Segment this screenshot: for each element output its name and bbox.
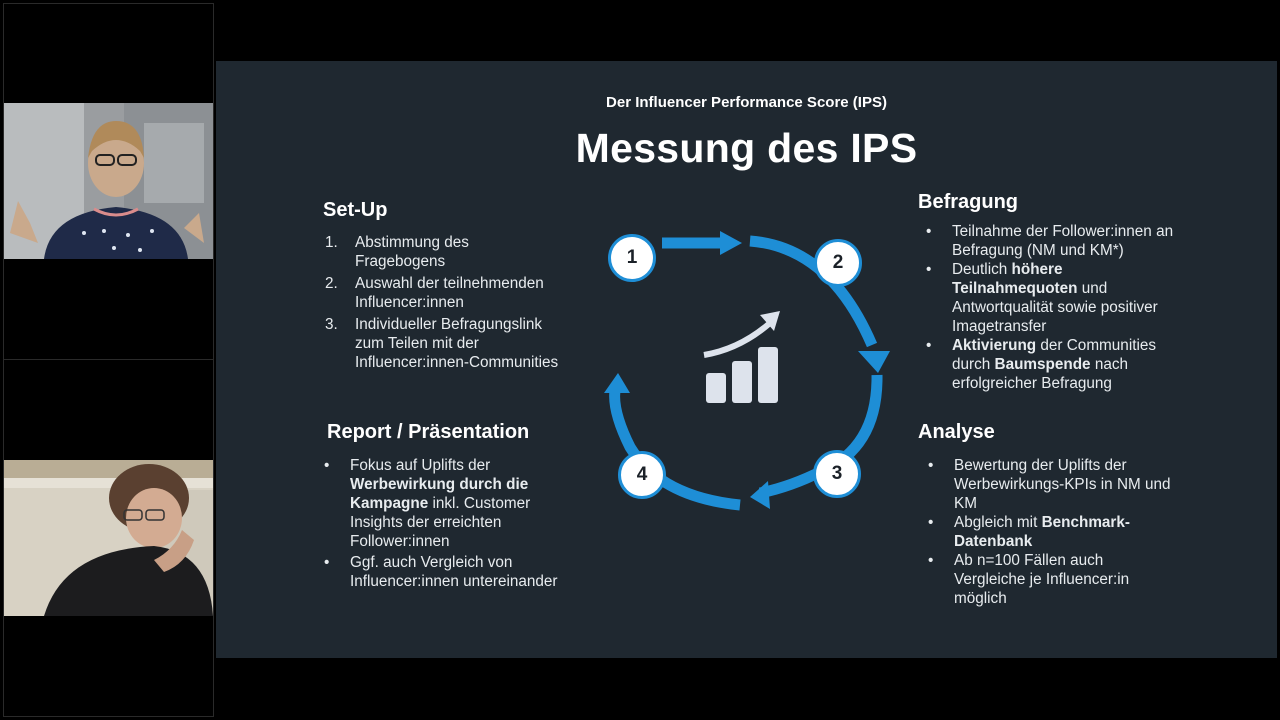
item-bold: höhere: [1011, 261, 1063, 278]
item-text: Vergleiche je Influencer:in: [954, 571, 1130, 588]
report-item: • Fokus auf Uplifts der Werbewirkung dur…: [324, 456, 604, 551]
step-circle-1: 1: [608, 234, 656, 282]
item-text: Antwortqualität sowie positiver: [952, 299, 1158, 316]
cycle-arrows: [604, 231, 890, 511]
item-text: Teilnahme der Follower:innen an: [952, 223, 1174, 240]
arrow-head-4: [604, 373, 630, 393]
item-text: Ggf. auch Vergleich von: [350, 554, 513, 571]
befragung-list: • Teilnahme der Follower:innen an Befrag…: [926, 222, 1226, 393]
participant-2-image: [4, 460, 213, 616]
item-number: 3.: [325, 316, 338, 333]
item-text: Werbewirkungs-KPIs in NM und: [954, 476, 1171, 493]
setup-heading: Set-Up: [323, 199, 388, 221]
item-bold: Benchmark-: [1041, 514, 1130, 531]
item-text: Influencer:innen-Communities: [355, 354, 559, 371]
item-text: Bewertung der Uplifts der: [954, 457, 1127, 474]
item-number: 2.: [325, 275, 338, 292]
item-bold: Teilnahmequoten: [952, 280, 1078, 297]
analyse-item: • Bewertung der Uplifts der Werbewirkung…: [928, 456, 1228, 513]
setup-item: 2. Auswahl der teilnehmenden Influencer:…: [323, 274, 593, 312]
item-text: Fokus auf Uplifts der: [350, 457, 491, 474]
item-text: zum Teilen mit der: [355, 335, 479, 352]
participant-video-1[interactable]: [4, 103, 213, 259]
item-text: Deutlich: [952, 261, 1012, 278]
item-text: Influencer:innen untereinander: [350, 573, 558, 590]
report-heading: Report / Präsentation: [327, 421, 530, 443]
bullet: •: [926, 337, 932, 354]
item-bold: Baumspende: [994, 356, 1091, 373]
growth-chart-icon: [703, 311, 780, 403]
bullet: •: [928, 552, 934, 569]
item-text: Influencer:innen: [355, 294, 464, 311]
analyse-item: • Ab n=100 Fällen auch Vergleiche je Inf…: [928, 551, 1228, 608]
setup-item: 1. Abstimmung des Fragebogens: [323, 233, 593, 271]
setup-item: 3. Individueller Befragungslink zum Teil…: [323, 315, 593, 372]
slide-title: Messung des IPS: [575, 125, 918, 171]
item-bold: Aktivierung: [952, 337, 1037, 354]
item-text: möglich: [954, 590, 1007, 607]
item-text: und: [1077, 280, 1108, 297]
item-text: inkl. Customer: [428, 495, 531, 512]
cycle-arrow-4: [609, 383, 741, 511]
befragung-item: • Deutlich höhere Teilnahmequoten und An…: [926, 260, 1226, 336]
item-text: Imagetransfer: [952, 318, 1047, 335]
item-text: erfolgreicher Befragung: [952, 375, 1112, 392]
arrow-head-2: [858, 351, 890, 373]
analyse-item: • Abgleich mit Benchmark- Datenbank: [928, 513, 1228, 551]
befragung-item: • Teilnahme der Follower:innen an Befrag…: [926, 222, 1226, 260]
analyse-heading: Analyse: [918, 421, 995, 443]
participant-1-image: [4, 103, 213, 259]
item-text: Ab n=100 Fällen auch: [954, 552, 1104, 569]
bullet: •: [926, 261, 932, 278]
report-list: • Fokus auf Uplifts der Werbewirkung dur…: [324, 456, 604, 591]
analyse-list: • Bewertung der Uplifts der Werbewirkung…: [928, 456, 1228, 608]
slide-subtitle: Der Influencer Performance Score (IPS): [606, 94, 887, 111]
befragung-heading: Befragung: [918, 191, 1018, 213]
strip-divider: [3, 359, 214, 360]
item-text: Individueller Befragungslink: [355, 316, 543, 333]
arrow-head-1: [720, 231, 742, 255]
item-text: Auswahl der teilnehmenden: [355, 275, 544, 292]
item-text: der Communities: [1036, 337, 1157, 354]
step-circle-2: 2: [814, 239, 862, 287]
item-text: KM: [954, 495, 977, 512]
bullet: •: [926, 223, 932, 240]
bullet: •: [324, 554, 330, 571]
befragung-item: • Aktivierung der Communities durch Baum…: [926, 336, 1226, 393]
item-text: Befragung (NM und KM*): [952, 242, 1124, 259]
presentation-slide: Der Influencer Performance Score (IPS) M…: [216, 61, 1277, 658]
item-text: durch: [952, 356, 995, 373]
cycle-diagram: 1 2 3 4: [600, 227, 900, 527]
bullet: •: [324, 457, 330, 474]
item-text: Follower:innen: [350, 533, 450, 550]
item-number: 1.: [325, 234, 338, 251]
report-item: • Ggf. auch Vergleich von Influencer:inn…: [324, 553, 604, 591]
item-bold: Datenbank: [954, 533, 1033, 550]
item-bold: Werbewirkung durch die: [350, 476, 529, 493]
item-text: Insights der erreichten: [350, 514, 502, 531]
step-circle-3: 3: [813, 450, 861, 498]
item-bold: Kampagne: [350, 495, 429, 512]
item-text: Fragebogens: [355, 253, 446, 270]
item-text: nach: [1090, 356, 1128, 373]
bullet: •: [928, 457, 934, 474]
arrow-head-3: [750, 481, 770, 509]
setup-list: 1. Abstimmung des Fragebogens 2. Auswahl…: [323, 233, 593, 372]
item-text: Abgleich mit: [954, 514, 1042, 531]
item-text: Abstimmung des: [355, 234, 469, 251]
step-circle-4: 4: [618, 451, 666, 499]
bullet: •: [928, 514, 934, 531]
participant-video-2[interactable]: [4, 460, 213, 616]
